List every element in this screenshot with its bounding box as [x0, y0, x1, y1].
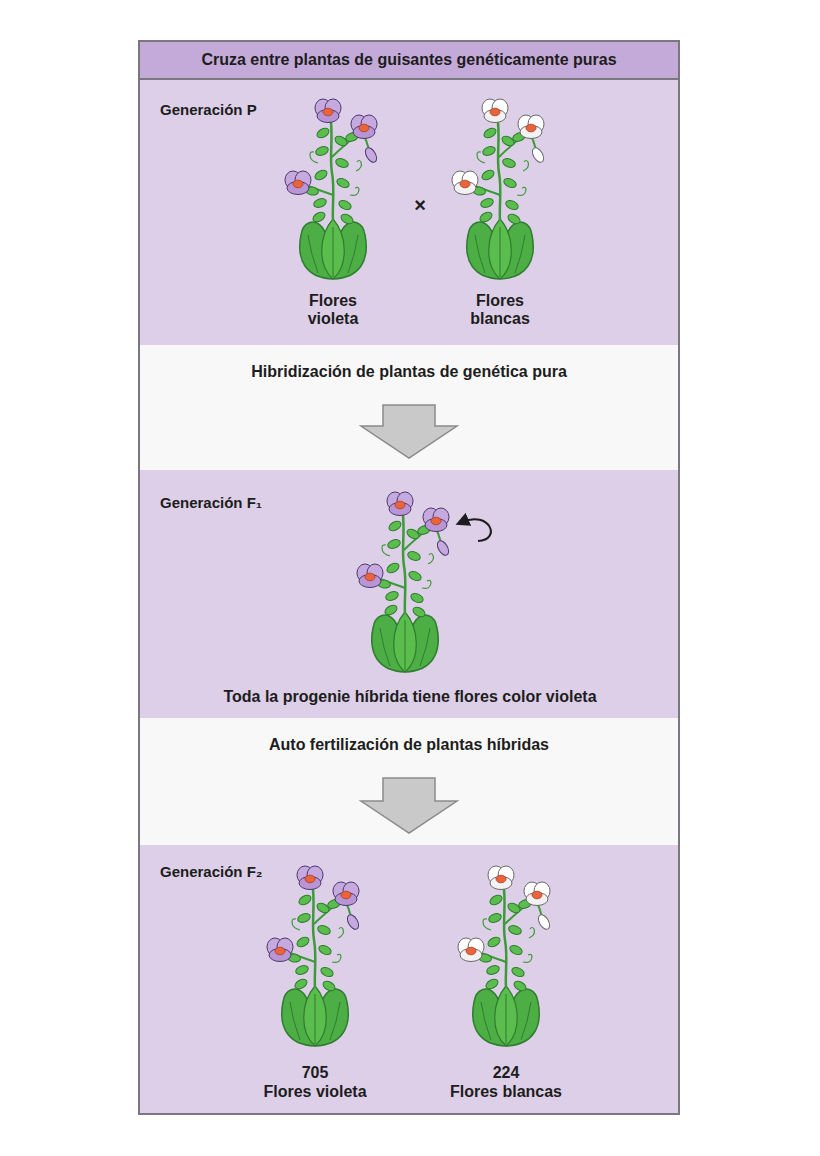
- plant-caption: Toda la progenie híbrida tiene flores co…: [150, 688, 670, 706]
- step-label: Hibridización de plantas de genética pur…: [149, 363, 669, 381]
- title-band: Cruza entre plantas de guisantes genétic…: [140, 42, 678, 80]
- generation-panel: Generación P Flores violeta Flores blancas: [140, 80, 678, 345]
- generation-heading: Generación F₁: [160, 494, 420, 511]
- plant-caption: 705: [240, 1064, 390, 1082]
- plant-caption: 224: [431, 1064, 581, 1082]
- violet-plant: [267, 866, 361, 1046]
- plant-caption: Flores blancas: [431, 1083, 581, 1101]
- white-plant: [452, 99, 546, 279]
- generation-heading: Generación F₂: [160, 863, 420, 880]
- cross-symbol: ×: [404, 194, 436, 217]
- white-plant: [458, 866, 552, 1046]
- block-arrow: [361, 405, 457, 458]
- generation-panel: Generación F₁ Toda la progenie híbrida ti…: [140, 470, 678, 718]
- violet-plant: [285, 99, 379, 279]
- plant-caption: Flores blancas: [455, 292, 545, 329]
- generation-heading: Generación P: [160, 101, 420, 118]
- hybrid-plant: [357, 492, 451, 672]
- plant-caption: Flores violeta: [288, 292, 378, 329]
- self-fertilization-arrow: [462, 519, 491, 541]
- plant-caption: Flores violeta: [240, 1083, 390, 1101]
- generation-panel: Generación F₂ 705Flores violeta 224Flores …: [140, 845, 678, 1113]
- step-label: Auto fertilización de plantas híbridas: [149, 736, 669, 754]
- block-arrow: [361, 778, 457, 833]
- diagram-title: Cruza entre plantas de guisantes genétic…: [140, 51, 678, 69]
